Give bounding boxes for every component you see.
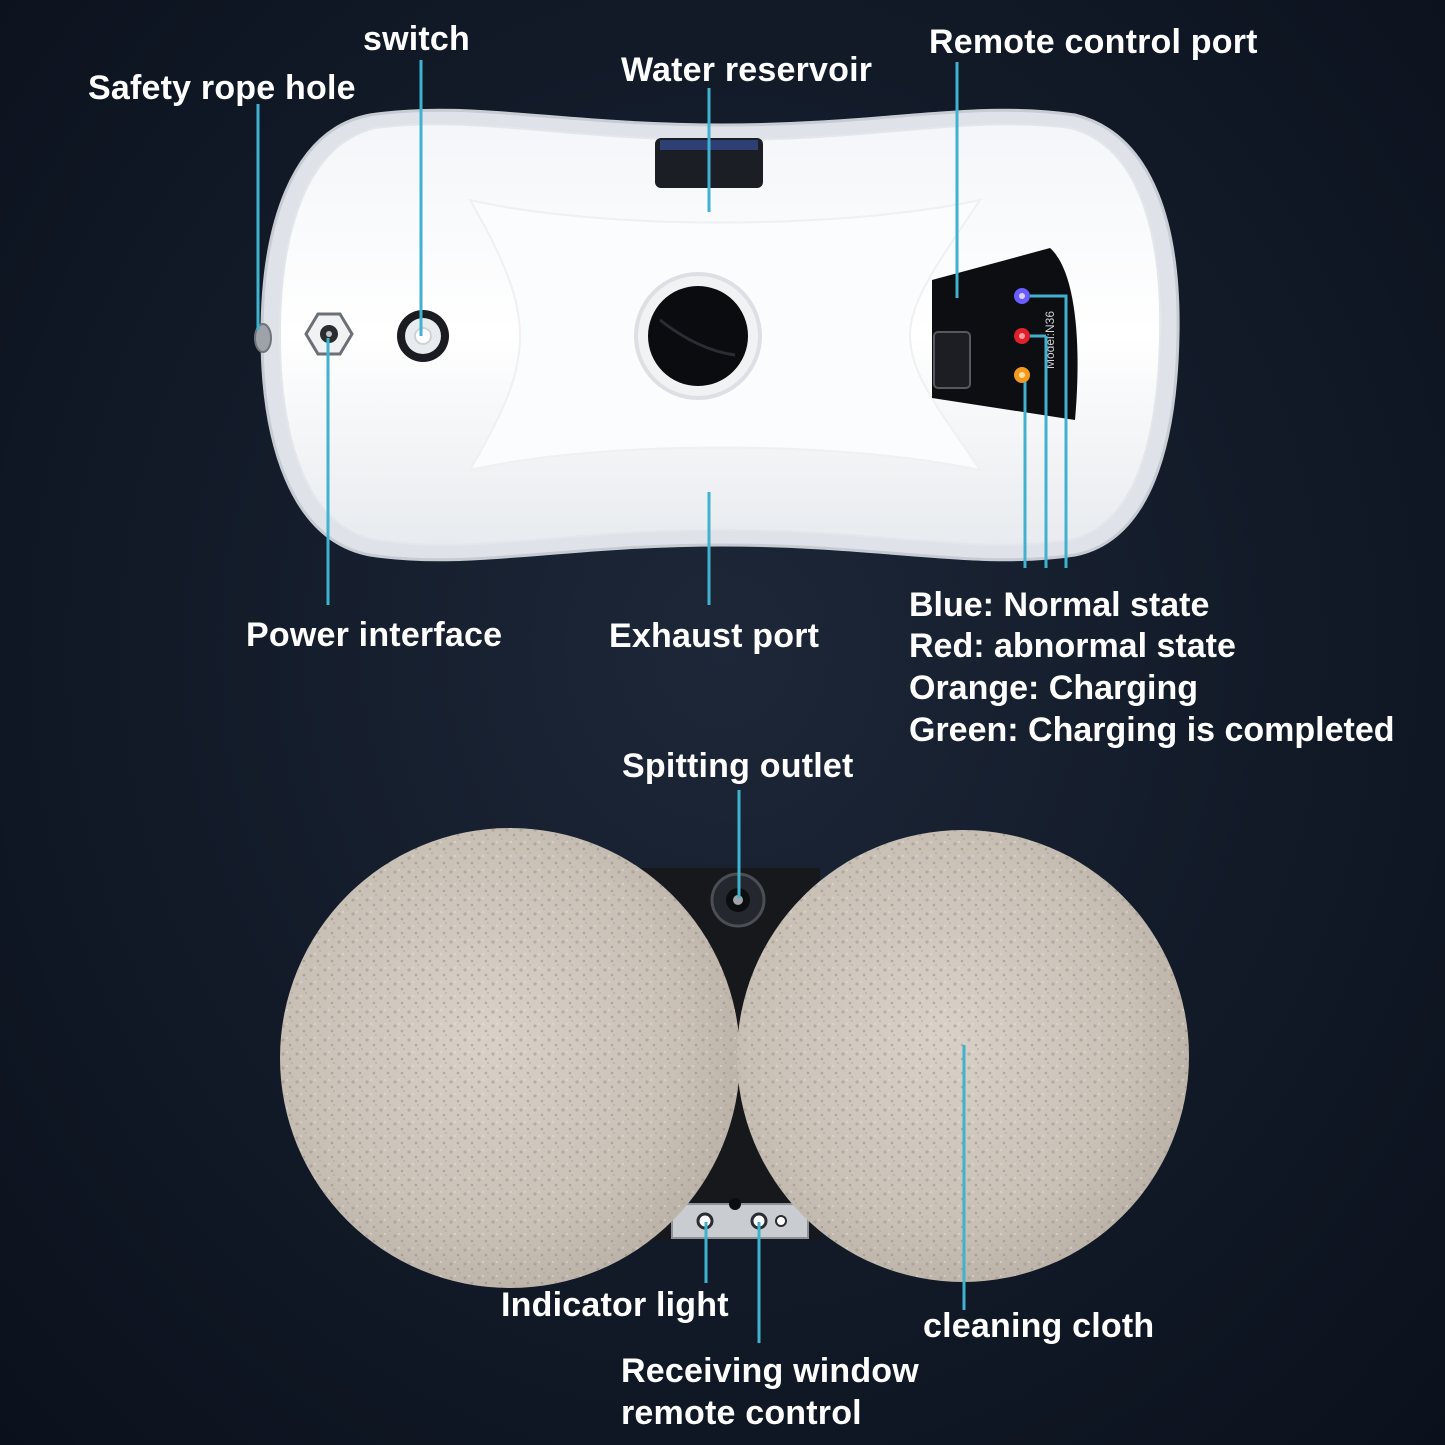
label-water-reservoir: Water reservoir bbox=[621, 51, 873, 89]
label-receiving-window-line2: remote control bbox=[621, 1394, 862, 1432]
robot-top-body: Model:N36 bbox=[254, 108, 1180, 562]
pointer-led-blue bbox=[1030, 294, 1068, 568]
legend-green: Green: Charging is completed bbox=[909, 711, 1395, 749]
label-receiving-window-line1: Receiving window bbox=[621, 1352, 919, 1390]
robot-bottom bbox=[280, 828, 1189, 1288]
safety-rope-hole bbox=[254, 323, 272, 353]
center-lens bbox=[648, 286, 748, 386]
label-spitting-outlet: Spitting outlet bbox=[622, 747, 854, 785]
label-safety-rope-hole: Safety rope hole bbox=[88, 69, 356, 107]
pointer-lines bbox=[256, 60, 1068, 1343]
legend-red: Red: abnormal state bbox=[909, 627, 1236, 665]
legend-orange: Orange: Charging bbox=[909, 669, 1199, 707]
label-cleaning-cloth: cleaning cloth bbox=[923, 1307, 1155, 1345]
label-power-interface: Power interface bbox=[246, 616, 503, 654]
label-switch: switch bbox=[363, 20, 471, 58]
label-indicator-light: Indicator light bbox=[501, 1286, 729, 1324]
legend-blue: Blue: Normal state bbox=[909, 586, 1210, 624]
label-exhaust-port: Exhaust port bbox=[609, 617, 820, 655]
label-remote-control-port: Remote control port bbox=[929, 23, 1258, 61]
remote-receiver-window bbox=[933, 331, 971, 389]
indicator-strip bbox=[671, 1203, 809, 1239]
